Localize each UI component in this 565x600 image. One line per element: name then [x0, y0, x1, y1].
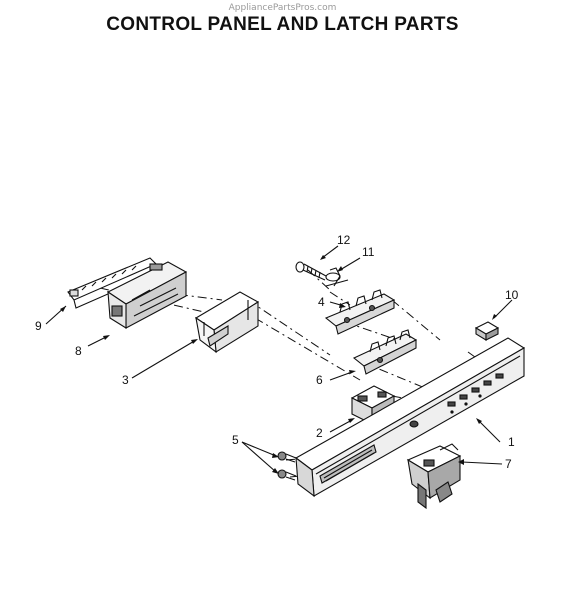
- part-6-switch-assembly: [352, 329, 418, 375]
- part-4-switch-assembly: [324, 289, 396, 335]
- callout-labels: 9 8 3 6 4 2 12 11 10 1 7 5: [35, 233, 519, 471]
- leader-lines: [45, 245, 513, 474]
- part-7-door-latch: [406, 443, 462, 510]
- part-11-clip: [325, 267, 349, 287]
- part-3-housing: [194, 291, 260, 354]
- part-12-screw: [295, 261, 327, 281]
- part-10-cap: [474, 321, 500, 341]
- callout-2: 2: [316, 426, 323, 440]
- page-title: CONTROL PANEL AND LATCH PARTS: [106, 14, 459, 35]
- callout-11: 11: [362, 245, 375, 259]
- callout-6: 6: [316, 373, 323, 387]
- callout-1: 1: [508, 435, 515, 449]
- part-5-screws: [277, 451, 297, 481]
- callout-5: 5: [232, 433, 239, 447]
- callout-9: 9: [35, 319, 42, 333]
- callout-4: 4: [318, 295, 325, 309]
- callout-12: 12: [337, 233, 351, 247]
- part-1-control-panel: [294, 337, 526, 498]
- callout-10: 10: [505, 288, 519, 302]
- watermark: AppliancePartsPros.com: [228, 3, 337, 13]
- callout-7: 7: [505, 457, 512, 471]
- callout-8: 8: [75, 344, 82, 358]
- control-panel-buttons: [409, 373, 504, 428]
- part-8-control-board: [106, 261, 188, 329]
- callout-3: 3: [122, 373, 129, 387]
